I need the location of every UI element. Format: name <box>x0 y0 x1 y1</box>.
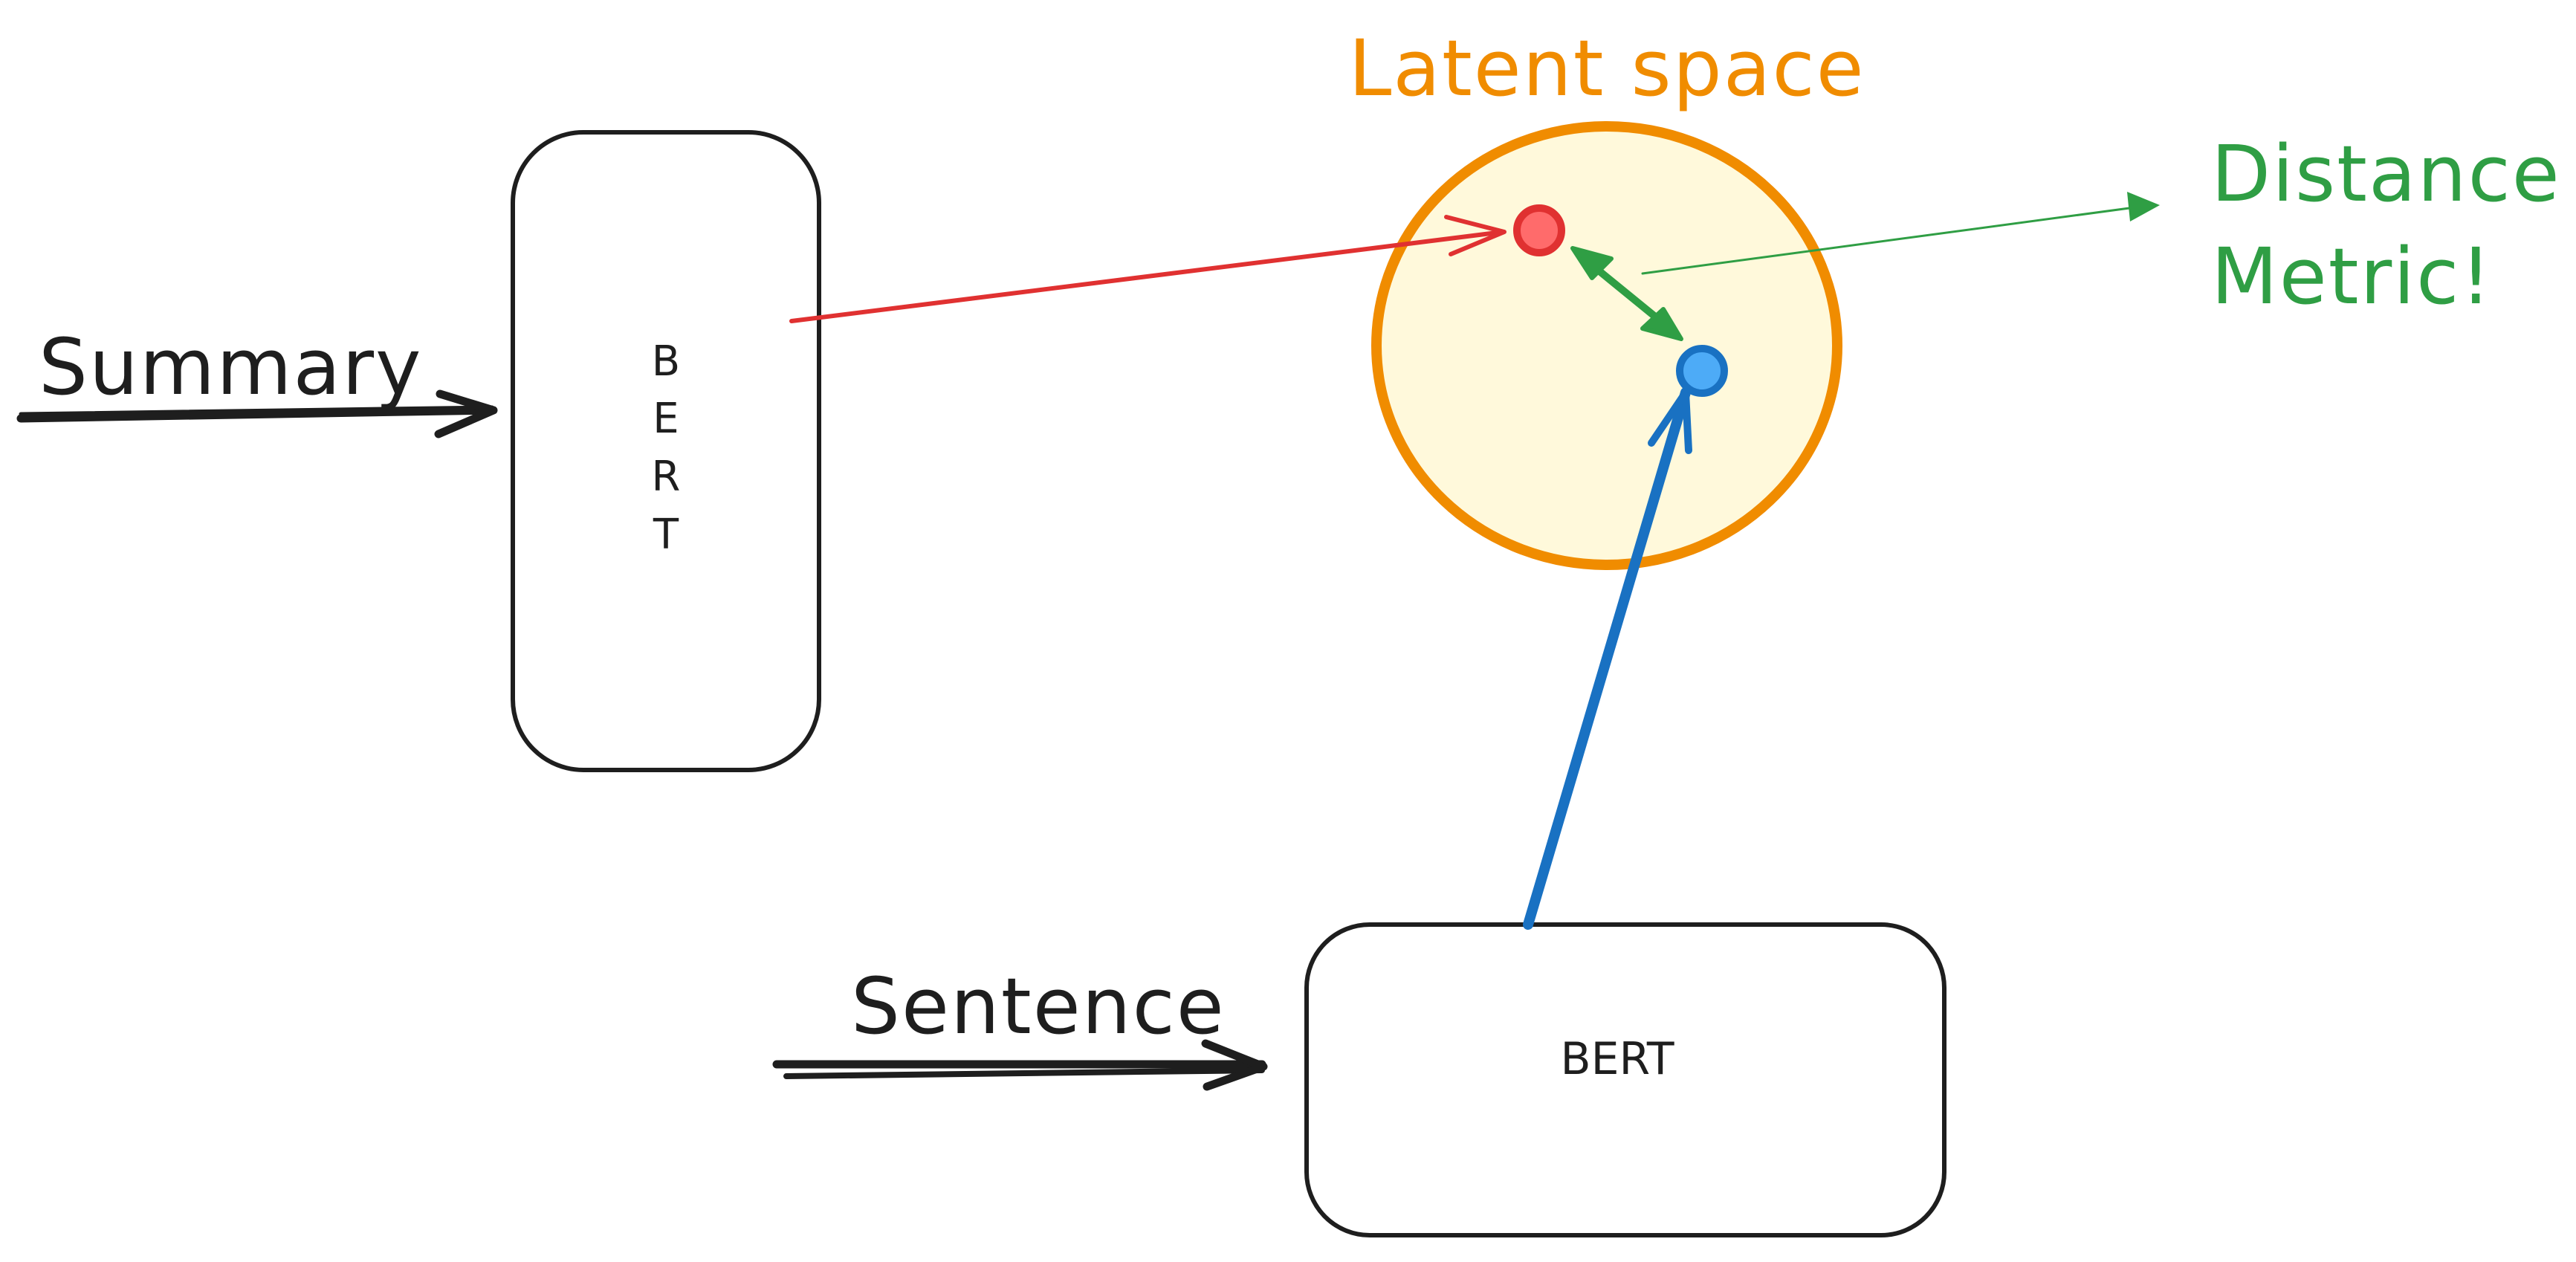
bert-top-letter-e: E <box>653 395 679 443</box>
summary-input-arrow <box>16 389 498 439</box>
distance-metric-pointer <box>1641 192 2160 275</box>
summary-embedding-arrow <box>789 215 1507 323</box>
bert-encoder-box-top <box>511 130 821 772</box>
distance-metric-label-line1: Distance <box>2211 129 2561 219</box>
latent-space-label: Latent space <box>1348 23 1865 114</box>
bert-top-letter-r: R <box>652 453 681 501</box>
summary-label: Summary <box>39 322 423 412</box>
latent-space-circle <box>1371 121 1842 570</box>
distance-metric-label-line2: Metric! <box>2211 231 2493 322</box>
sentence-embedding-point <box>1676 345 1728 397</box>
sentence-input-arrow <box>772 1039 1268 1091</box>
bert-top-letter-b: B <box>652 337 680 386</box>
bert-encoder-box-bottom <box>1304 922 1946 1237</box>
bert-top-letter-t: T <box>653 511 679 559</box>
sentence-label: Sentence <box>851 961 1226 1052</box>
bert-bottom-label: BERT <box>1560 1033 1674 1085</box>
distance-arrow <box>1570 246 1683 341</box>
bert-top-letters: B E R T <box>652 337 681 559</box>
summary-embedding-point <box>1513 204 1565 256</box>
sentence-embedding-arrow <box>1523 387 1692 930</box>
